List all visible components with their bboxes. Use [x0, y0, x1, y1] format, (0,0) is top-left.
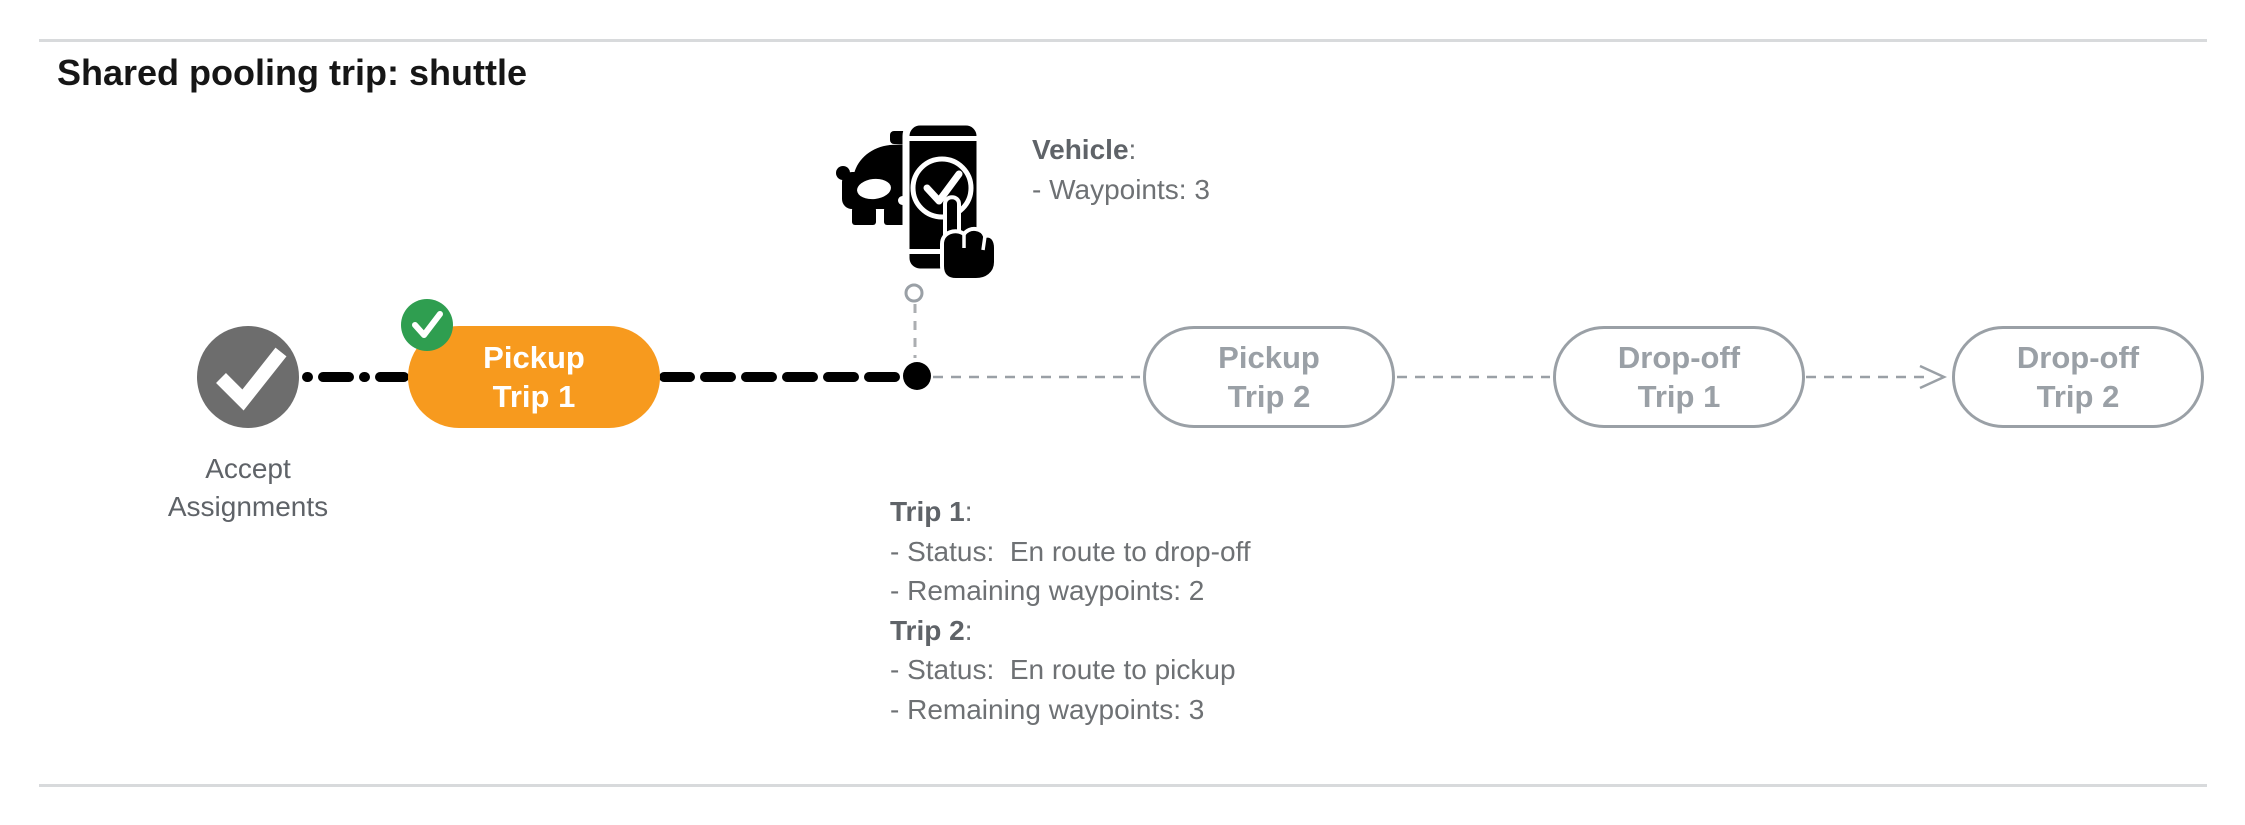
trip2-heading: Trip 2:	[890, 611, 1251, 651]
node-label-line2: Trip 2	[1227, 379, 1311, 414]
node-label-line1: Drop-off	[1617, 340, 1741, 375]
car-with-phone-check-icon	[836, 118, 998, 282]
accept-label-line2: Assignments	[167, 491, 329, 522]
trip1-waypoints-line: - Remaining waypoints: 2	[890, 575, 1205, 606]
trip2-status-line: - Status: En route to pickup	[890, 654, 1236, 685]
vehicle-waypoints-line: - Waypoints: 3	[1032, 174, 1210, 205]
node-label-line1: Pickup	[483, 340, 585, 375]
arrowhead-icon	[1919, 364, 1948, 390]
black-dot-marker	[903, 362, 931, 390]
trip-status-panel: Trip 1: - Status: En route to drop-off -…	[890, 492, 1251, 729]
node-dropoff-trip-1: Drop-off Trip 1	[1553, 326, 1805, 428]
trip1-status-line: - Status: En route to drop-off	[890, 535, 1251, 567]
vehicle-label: Vehicle	[1032, 134, 1129, 165]
vehicle-info-panel: Vehicle: - Waypoints: 3	[1032, 130, 1210, 210]
gray-check-circle-icon	[197, 326, 299, 428]
trip1-heading: Trip 1:	[890, 492, 1251, 532]
trip2-waypoints-line: - Remaining waypoints: 3	[890, 693, 1205, 725]
vehicle-info-heading: Vehicle:	[1032, 130, 1210, 170]
bottom-divider	[39, 784, 2207, 787]
pointing-hand-icon	[940, 195, 998, 282]
vehicle-anchor-circle	[904, 283, 924, 303]
node-label-line2: Trip 2	[2036, 379, 2120, 414]
trip1-label: Trip 1	[890, 496, 965, 527]
node-label-line1: Drop-off	[2016, 340, 2140, 375]
accept-label-line1: Accept	[205, 453, 291, 484]
page-title: Shared pooling trip: shuttle	[57, 52, 527, 93]
node-label-line1: Pickup	[1218, 340, 1320, 375]
node-label-line2: Trip 1	[1637, 379, 1721, 414]
accept-assignments-label: Accept Assignments	[128, 450, 368, 526]
vehicle-label-colon: :	[1128, 134, 1137, 165]
node-pickup-trip-2: Pickup Trip 2	[1143, 326, 1395, 428]
top-divider	[39, 39, 2207, 42]
node-label-line2: Trip 1	[492, 379, 576, 414]
node-pickup-trip-1: Pickup Trip 1	[408, 326, 660, 428]
green-check-badge-icon	[401, 299, 453, 351]
trip2-label: Trip 2	[890, 614, 965, 646]
trip1-label-colon: :	[964, 496, 973, 527]
trip2-label-colon: :	[964, 614, 973, 646]
node-dropoff-trip-2: Drop-off Trip 2	[1952, 326, 2204, 428]
